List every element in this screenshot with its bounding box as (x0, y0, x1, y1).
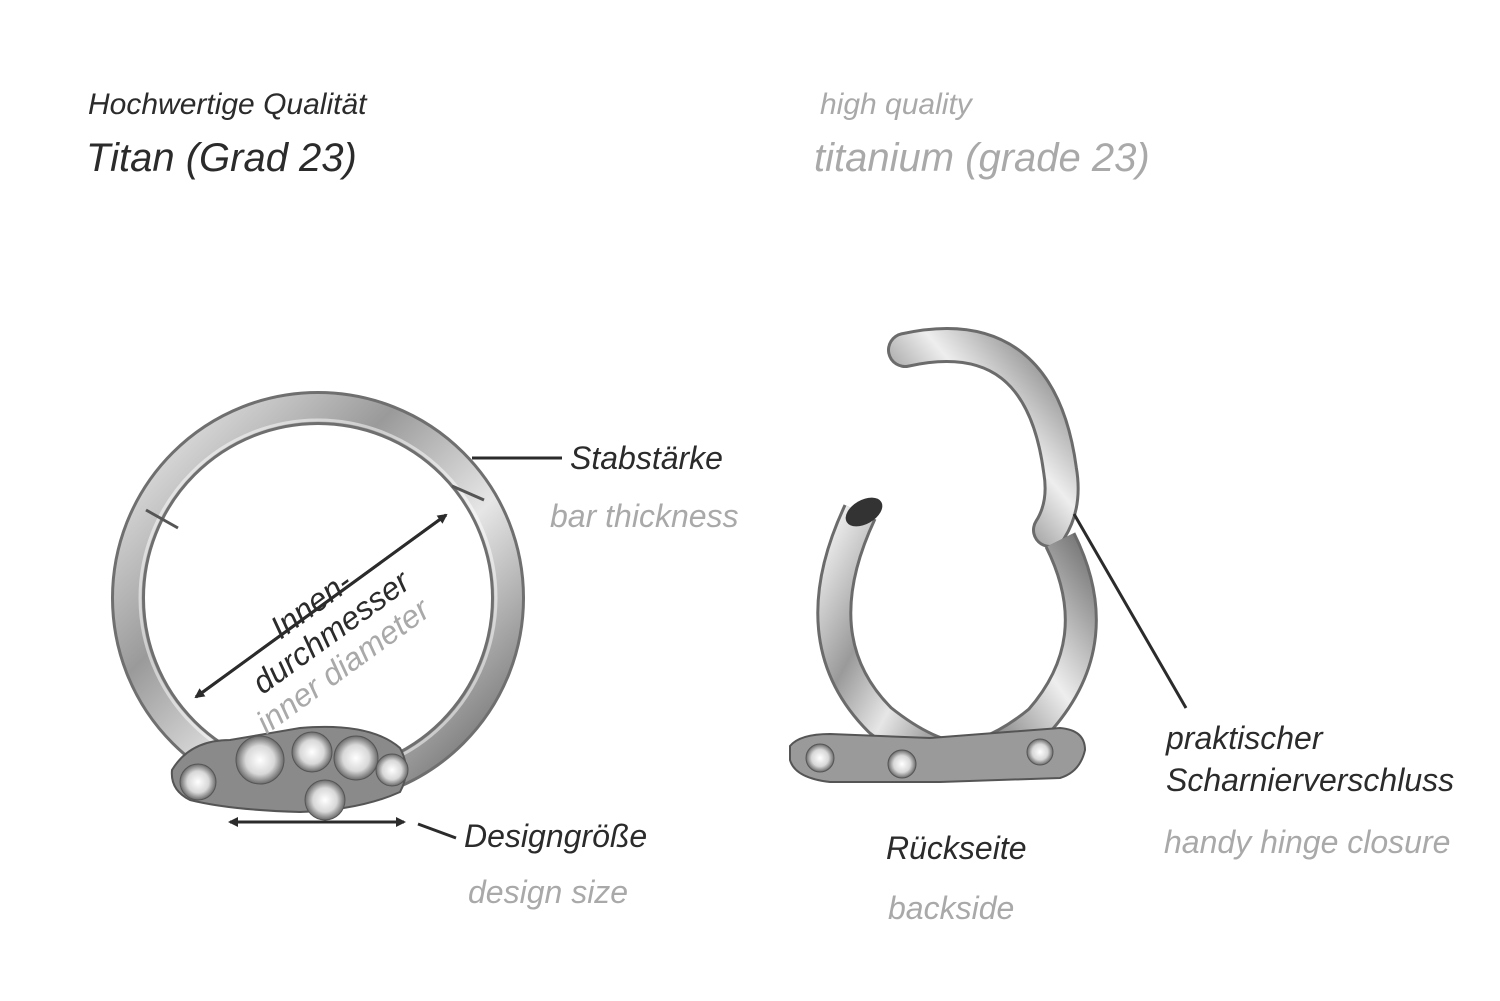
gem-cluster (170, 725, 409, 821)
hinge-leader (1072, 513, 1188, 709)
design-size-label-de: Designgröße (464, 818, 648, 854)
header-en-material: titanium (grade 23) (814, 136, 1150, 180)
hinge-label-de-line2: Scharnierverschluss (1166, 762, 1455, 798)
bar-thickness-label-de: Stabstärke (570, 440, 723, 476)
design-size-leader (417, 822, 457, 840)
inner-diameter-arrow-b (195, 513, 448, 699)
closed-ring-image (111, 391, 525, 821)
backside-label-en: backside (888, 890, 1015, 926)
header-en-quality: high quality (820, 88, 972, 121)
hinge-label-en: handy hinge closure (1164, 824, 1451, 860)
design-size-label-en: design size (468, 874, 629, 910)
bar-thickness-label-en: bar thickness (550, 498, 739, 534)
hinge-label-de-line1: praktischer (1166, 720, 1323, 756)
backside-label-de: Rückseite (886, 830, 1027, 866)
header-de-material: Titan (Grad 23) (86, 136, 357, 180)
open-ring-image (789, 327, 1098, 783)
header-de-quality: Hochwertige Qualität (88, 88, 367, 121)
